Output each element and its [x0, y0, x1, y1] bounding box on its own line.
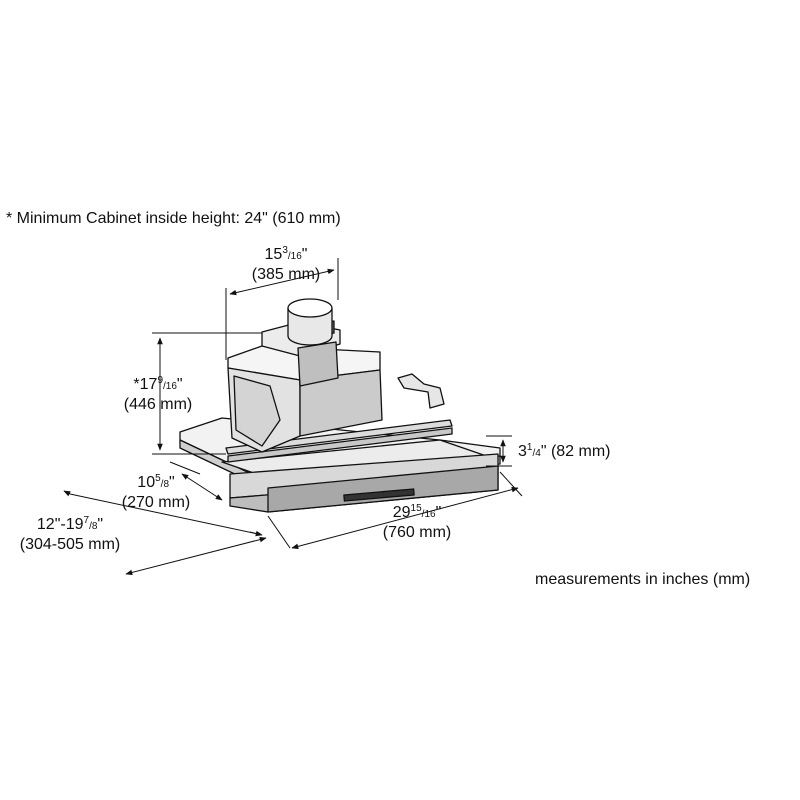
depth-metric: (270 mm): [121, 494, 191, 511]
width-num: 15: [410, 503, 422, 514]
extension-arrow-back: [63, 490, 71, 497]
duct-width-unit: ": [301, 246, 308, 263]
height-label: *179/16" (446 mm): [123, 375, 193, 414]
rail-bracket: [397, 373, 445, 409]
front-height-whole: 3: [518, 443, 527, 460]
width-label: 2915/16" (760 mm): [382, 503, 452, 542]
extension-arrow-front: [249, 530, 263, 537]
right-rail: [227, 427, 453, 463]
depth-unit: ": [169, 474, 175, 491]
front-height-num: 1: [526, 442, 533, 453]
duct-width-num: 3: [282, 245, 288, 256]
extension-num: 7: [83, 515, 90, 526]
height-prefix: *: [133, 376, 140, 393]
width-unit: ": [435, 504, 442, 521]
height-num: 9: [157, 375, 163, 386]
front-height-metric: (82 mm): [550, 443, 611, 460]
width-metric: (760 mm): [382, 524, 452, 541]
depth-num: 5: [155, 473, 161, 484]
depth-ext-back: [169, 461, 201, 475]
extension-metric: (304-505 mm): [19, 536, 121, 553]
height-whole: 17: [139, 376, 158, 393]
front-height-label: 31/4" (82 mm): [518, 442, 611, 461]
width-den: 16: [424, 509, 436, 520]
width-dim: [291, 486, 519, 550]
cabinet-height-note: * Minimum Cabinet inside height: 24" (61…: [6, 210, 341, 227]
duct-collar-body: [287, 307, 333, 346]
blower-bevel: [233, 375, 281, 447]
extension-dim: [69, 493, 259, 535]
height-metric: (446 mm): [123, 396, 193, 413]
width-whole: 29: [392, 504, 411, 521]
range-hood-illustration: [179, 298, 501, 513]
extension-den: 8: [91, 521, 98, 532]
duct-width-den: 16: [290, 251, 302, 262]
depth-label: 105/8" (270 mm): [121, 473, 191, 512]
dimension-lines: [63, 258, 523, 576]
duct-connector: [297, 341, 339, 387]
extension-unit: ": [97, 516, 104, 533]
depth-whole: 10: [137, 474, 156, 491]
duct-width-dim: [229, 268, 335, 296]
duct-width-metric: (385 mm): [251, 266, 321, 283]
blower-side: [299, 369, 383, 437]
duct-collar-opening: [287, 298, 333, 318]
depth-dim: [181, 473, 223, 501]
extension-label: 12"-197/8" (304-505 mm): [19, 515, 121, 554]
left-rail: [225, 419, 453, 455]
extension-lower-dim: [125, 536, 267, 576]
duct-width-whole: 15: [264, 246, 283, 263]
duct-width-label: 153/16" (385 mm): [251, 245, 321, 284]
extension-whole: 12"-19: [36, 516, 84, 533]
height-unit: ": [176, 376, 183, 393]
front-height-unit: ": [540, 443, 547, 460]
height-den: 16: [165, 381, 177, 392]
depth-den: 8: [163, 479, 169, 490]
front-height-den: 4: [535, 448, 541, 459]
measurement-units-note: measurements in inches (mm): [535, 571, 751, 588]
width-ext-left: [267, 515, 291, 549]
